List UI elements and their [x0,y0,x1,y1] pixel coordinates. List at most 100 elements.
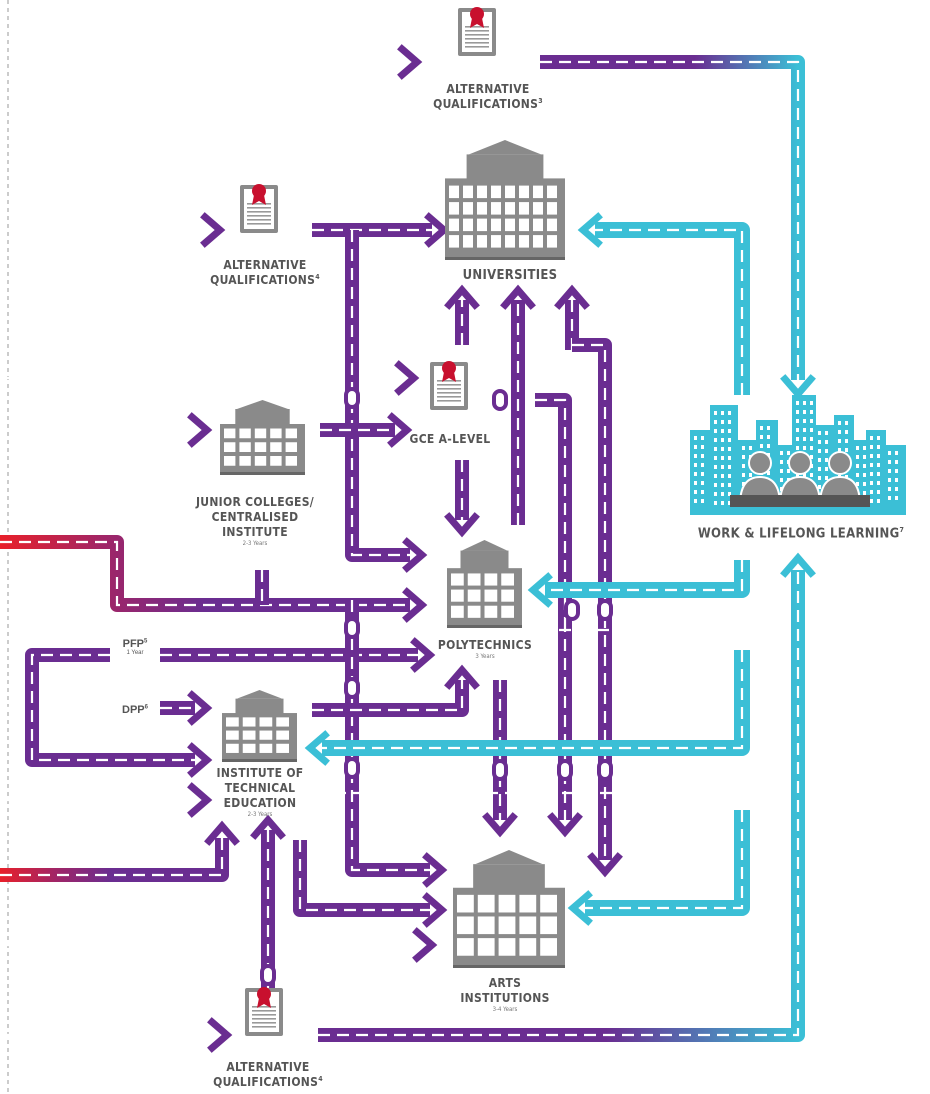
dpp-sup: 6 [144,704,148,711]
alt-qual-top-certificate-icon-line-1 [465,30,489,32]
alt-qual-mid-certificate-icon-line-2 [247,211,271,213]
city-window [749,473,752,477]
city-window [818,485,821,489]
city-window [818,440,821,444]
road-marker-2 [344,677,360,699]
city-window [863,491,866,495]
ite-building-icon-window [226,717,239,727]
city-window [701,499,704,503]
ite-title2: TECHNICAL [224,781,296,795]
city-window [780,478,783,482]
university-building-icon-window [477,235,487,248]
city-window [714,456,717,460]
alt-qual-mid-certificate-icon-ribbon [252,195,266,205]
alt-qual-top-certificate-icon [458,7,496,56]
arts-building-icon-window [477,938,495,956]
dpp-title: DPP [122,704,145,716]
university-building-icon-window [463,218,473,232]
arts-building-icon-window [519,894,537,913]
alt-qual-mid-certificate-icon-line-5 [247,223,271,225]
city-window [818,449,821,453]
arrow-poly-3 [444,664,480,690]
university-building-icon-window [547,202,557,215]
city-window [803,401,806,405]
city-window [701,436,704,440]
university-building-icon-window [519,202,529,215]
alt-qual-top-title2: QUALIFICATIONS [433,97,539,111]
road-marker-4 [492,389,508,411]
city-window [694,472,697,476]
arrow-poly-1 [402,587,428,623]
arrow-poly-2 [402,537,428,573]
arts-building-icon-roof [475,850,543,865]
road-marker-6 [597,599,613,621]
road-marker-5 [564,599,580,621]
road-altqual-bottom-to-work-centerline [318,570,800,1037]
alt-qual-bottom-certificate-icon-line-5 [252,1026,276,1028]
alt-qual-bottom-certificate-icon-seal [257,987,271,1001]
polytechnic-building-icon-window [467,605,481,618]
alt-qual-top-certificate-icon-line-3 [465,38,489,40]
person-head-0 [748,451,772,475]
city-window [810,437,813,441]
university-building-icon-base [445,257,565,260]
arts-label: ARTS INSTITUTIONS 3-4 Years [440,976,570,1014]
arrow-uni-3 [500,284,536,310]
road-marker-8 [557,759,573,781]
ite-title3: EDUCATION [223,796,297,810]
city-window [701,490,704,494]
ite-building-icon-window [259,717,273,727]
city-window [714,501,717,505]
city-window [701,481,704,485]
university-building-icon-roof [469,140,541,155]
university-building-icon-window [477,185,487,199]
universities-label: UNIVERSITIES [440,268,580,284]
city-window [856,464,859,468]
university-building-icon-window [463,202,473,215]
city-window [714,465,717,469]
arrow-arts-3 [422,892,448,928]
city-window [825,449,828,453]
alt-qual-top-certificate-icon-ribbon [470,18,484,28]
city-window [796,446,799,450]
junior-colleges-label: JUNIOR COLLEGES/ CENTRALISED INSTITUTE 2… [180,495,330,548]
university-building-icon-window [547,235,557,248]
arrow-uni-2 [444,284,480,310]
city-window [780,460,783,464]
arts-building-icon-window [477,916,495,935]
city-window [895,469,898,473]
arrow-cyan-ite [304,730,330,766]
university-building-icon-window [519,235,529,248]
ite-duration: 2-3 Years [247,811,273,818]
junior-college-building-icon-window [254,456,267,466]
city-window [796,419,799,423]
ite-title: INSTITUTE OF [216,766,304,780]
alt-qual-mid-sup: 4 [315,273,320,281]
alt-qual-bottom-title2: QUALIFICATIONS [213,1075,319,1089]
junior-college-building-icon-window [224,456,236,466]
alt-qual-mid-certificate-icon-line-3 [247,215,271,217]
road-marker-10 [260,964,276,986]
junior-colleges-title3: INSTITUTE [222,525,288,539]
ite-label: INSTITUTE OF TECHNICAL EDUCATION 2-3 Yea… [190,766,330,819]
arrow-ite [187,782,213,818]
city-window [728,429,731,433]
city-window [714,492,717,496]
junior-college-building-icon-roof [237,400,288,409]
gce-certificate-icon-line-3 [437,392,461,394]
alt-qual-mid-title: ALTERNATIVE [223,258,307,272]
city-window [742,455,745,459]
road-work-to-ite-centerline [322,650,744,750]
city-window [863,464,866,468]
road-work-to-uni-body [595,222,750,395]
arts-building-icon-window [457,916,474,935]
city-window [767,426,770,430]
university-building-icon-window [519,218,529,232]
ite-building-icon-window [242,730,256,740]
city-window [877,463,880,467]
polytechnic-building-icon-window [484,605,498,618]
road-ite-to-arts [293,840,430,917]
alt-qual-top-title: ALTERNATIVE [446,82,530,96]
road-to-ite-2 [0,838,229,882]
city-window [803,419,806,423]
